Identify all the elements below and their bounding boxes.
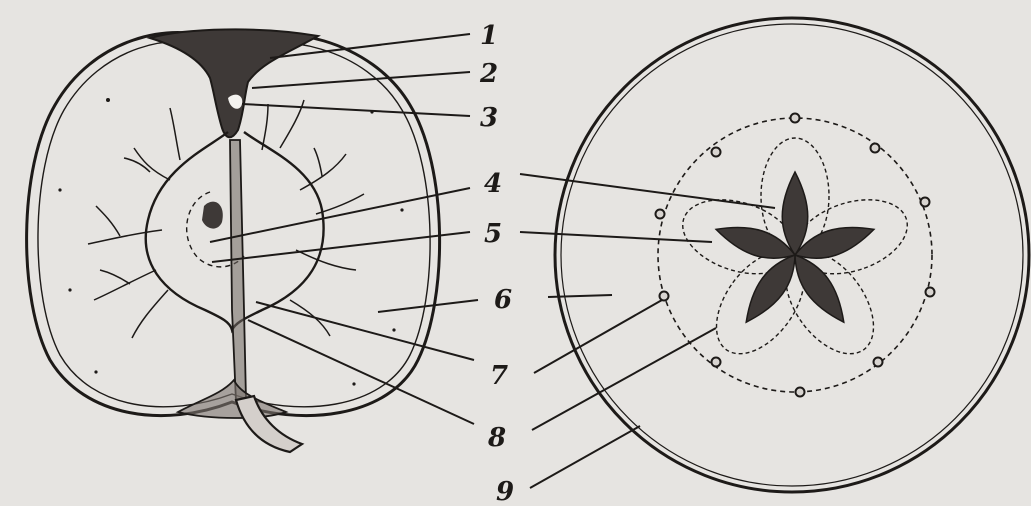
seed: [202, 202, 223, 229]
callout-2: 2: [479, 59, 498, 89]
leader-4b: [520, 174, 775, 208]
callout-5: 5: [484, 219, 502, 249]
callout-7: 7: [490, 361, 508, 391]
seed-star: [712, 172, 878, 330]
leader-3: [242, 104, 470, 116]
leader-7a: [256, 302, 474, 360]
leader-4a: [210, 188, 470, 242]
callout-6: 6: [494, 285, 512, 315]
callout-3: 3: [480, 103, 498, 133]
callout-4: 4: [484, 169, 502, 199]
leader-6a: [378, 300, 478, 312]
callout-1: 1: [480, 21, 498, 51]
leader-5a: [212, 232, 470, 262]
apple-longitudinal-section: [27, 29, 440, 452]
calyx-cavity: [178, 380, 286, 418]
leader-5b: [520, 232, 712, 242]
central-axis: [230, 140, 246, 402]
vascular-bundles-left: [88, 108, 180, 338]
apple-cross-section: [555, 18, 1029, 492]
callout-9: 9: [496, 477, 514, 506]
leader-9: [530, 426, 640, 488]
stalk-cavity: [150, 29, 318, 137]
leader-8b: [532, 328, 716, 430]
leader-2: [252, 72, 470, 88]
callout-8: 8: [487, 423, 506, 453]
leader-7b: [534, 300, 662, 373]
callout-labels: 1 2 3 4 5 6 7 8 9: [479, 21, 514, 506]
vascular-bundles-right: [262, 100, 364, 336]
